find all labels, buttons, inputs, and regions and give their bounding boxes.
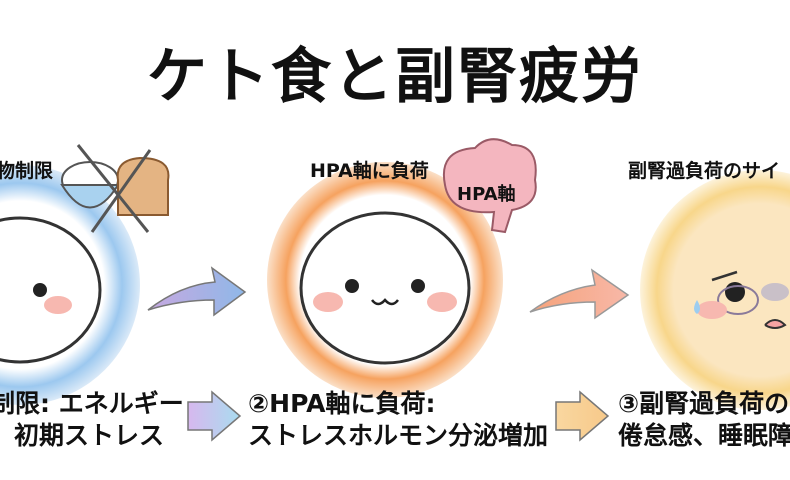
arrow-2 bbox=[529, 268, 630, 320]
panel-3-caption-line2: 倦怠感、睡眠障 bbox=[618, 421, 790, 450]
face-ring-orange bbox=[267, 162, 503, 398]
panel-1-caption-line1: 制限: エネルギー bbox=[0, 389, 184, 418]
brain-label: HPA軸 bbox=[457, 184, 516, 205]
panel-1-label: 物制限 bbox=[0, 160, 54, 182]
cross-out-icon bbox=[76, 144, 152, 233]
panel-3-caption-line1: ③副腎過負荷の bbox=[618, 389, 790, 418]
arrow-small-2 bbox=[187, 390, 242, 442]
panel-2-label: HPA軸に負荷 bbox=[310, 160, 429, 182]
bread-icon bbox=[116, 156, 170, 216]
arrow-1 bbox=[147, 266, 247, 317]
panel-1-caption-line2: 初期ストレス bbox=[14, 421, 165, 450]
face-ring-blue bbox=[0, 165, 140, 405]
page-title: ケト食と副腎疲労 bbox=[147, 42, 643, 112]
arrow-small-3 bbox=[555, 390, 610, 442]
brain-icon bbox=[442, 138, 537, 234]
panel-3-label: 副腎過負荷のサイ bbox=[628, 160, 781, 182]
panel-2-caption-line2: ストレスホルモン分泌増加 bbox=[248, 421, 549, 450]
panel-2-caption-line1: ②HPA軸に負荷: bbox=[248, 389, 436, 418]
face-ring-yellow-tired bbox=[640, 170, 790, 410]
